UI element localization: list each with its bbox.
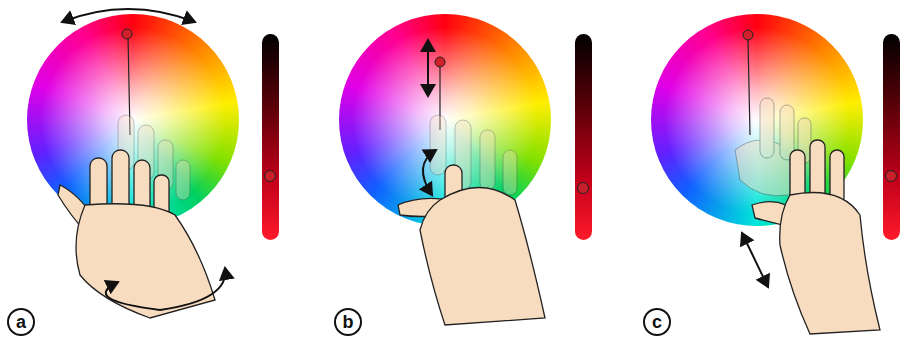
panel-letter: b [343,313,354,331]
panel-letter-circle: a [7,308,35,336]
panel-letter: c [652,313,662,331]
panel-letter-circle: b [334,308,362,336]
brightness-slider [262,34,279,240]
brightness-slider [575,34,592,240]
slider-knob [885,170,897,182]
slider-knob [264,170,276,182]
panel-letter: a [16,313,26,331]
slider-knob [577,182,589,194]
panel-letter-circle: c [643,308,671,336]
brightness-slider [883,34,900,240]
